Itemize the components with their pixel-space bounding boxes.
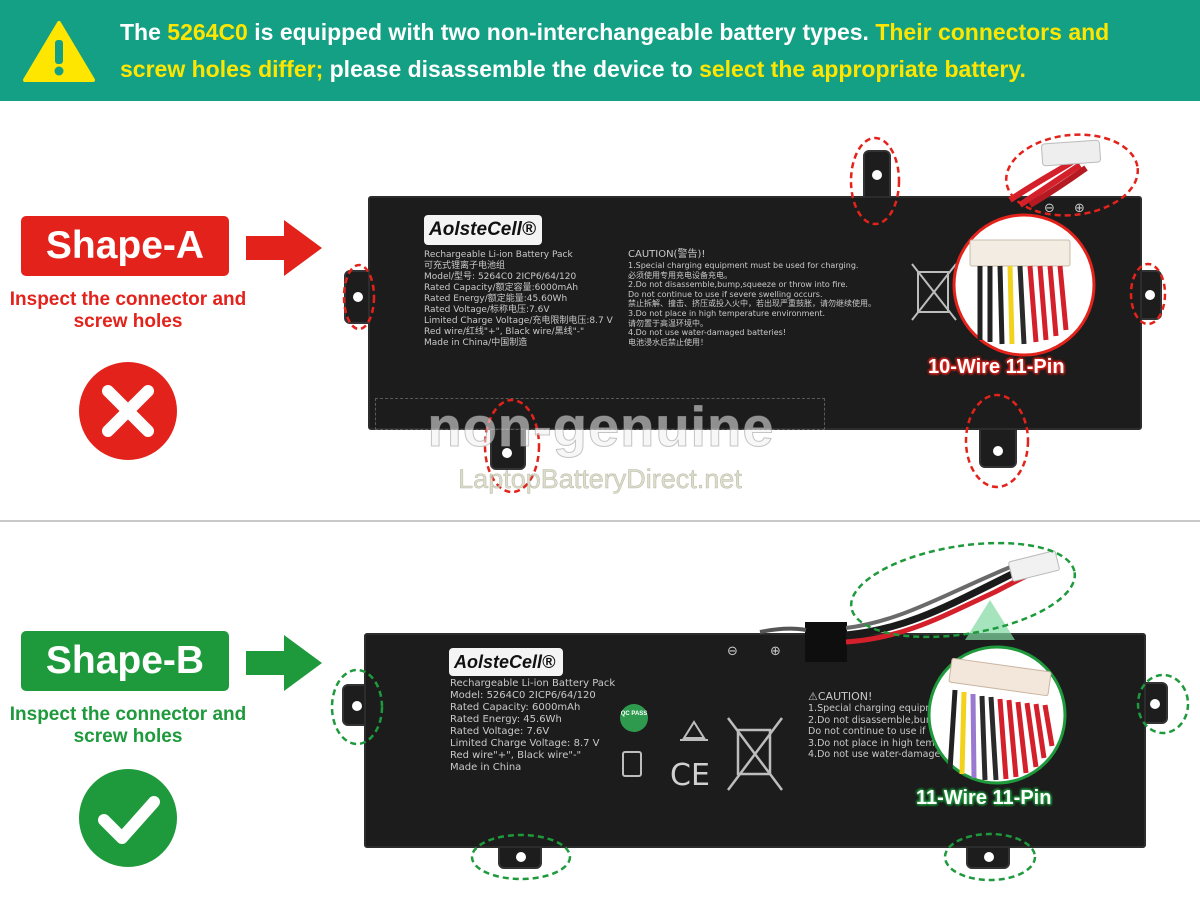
battery-b-spec-left: Rechargeable Li-ion Battery Pack Model: … — [450, 678, 615, 774]
spec-line: Rated Voltage/标称电压:7.6V — [424, 305, 550, 315]
shape-a-inspect-text: Inspect the connector and screw holes — [9, 289, 247, 332]
spec-line: 禁止拆解、撞击、挤压或投入火中，若出现严重鼓胀，请勿继续使用。 — [628, 299, 876, 309]
battery-a-cable — [1008, 139, 1101, 208]
plus-icon: ⊕ — [1074, 201, 1085, 216]
spec-line: Rated Energy/额定能量:45.60Wh — [424, 294, 568, 304]
arrow-right-icon — [246, 220, 322, 276]
banner-part1: The — [120, 19, 168, 45]
spec-line: Model: 5264C0 2ICP6/64/120 — [450, 690, 596, 701]
battery-a-brand: AolsteCell® — [424, 215, 542, 245]
banner-text: The 5264C0 is equipped with two non-inte… — [120, 14, 1180, 88]
spec-line: 必须使用专用充电设备充电。 — [628, 270, 732, 280]
spec-line: Red wire"+", Black wire"-" — [450, 750, 582, 761]
ce-mark: CE — [670, 758, 710, 793]
shape-a-overlay: ⊖ ⊕ — [342, 133, 1167, 494]
battery-a-label-area — [375, 398, 825, 430]
spec-line: Rated Energy: 45.6Wh — [450, 714, 562, 725]
spec-line: Do not continue to use if severe swellin… — [628, 289, 823, 299]
shape-b-inspect-text: Inspect the connector and screw holes — [9, 704, 247, 747]
battery-a-connector-zoom — [952, 213, 1096, 357]
battery-b-spec-right: ⚠CAUTION! 1.Special charging equipm 2.Do… — [808, 690, 961, 761]
qc-pass-badge: QC PASS — [620, 704, 648, 732]
spec-line: Red wire/红线"+", Black wire/黑线"-" — [424, 327, 585, 337]
battery-a-top-tab — [863, 150, 891, 198]
battery-a-bottom-tab-right — [979, 428, 1017, 468]
caution-title: CAUTION(警告)! — [628, 249, 706, 260]
battery-b-bottom-tab-left — [498, 845, 542, 869]
spec-line: 3.Do not place in high tempe — [808, 737, 947, 749]
watermark-non-genuine: non-genuine — [427, 395, 775, 459]
check-icon — [79, 769, 177, 867]
spec-line: Do not continue to use if — [808, 726, 926, 737]
spec-line: Made in China — [450, 762, 522, 773]
battery-b-bottom-tab-right — [966, 845, 1010, 869]
caution-title: ⚠CAUTION! — [808, 690, 873, 703]
spec-line: 可充式锂离子电池组 — [424, 261, 506, 271]
cross-icon — [79, 362, 177, 460]
spec-line: Rechargeable Li-ion Battery Pack — [424, 250, 573, 260]
warning-banner: The 5264C0 is equipped with two non-inte… — [0, 0, 1200, 101]
spec-line: 3.Do not place in high temperature envir… — [628, 308, 826, 318]
spec-line: 1.Special charging equipm — [808, 703, 935, 714]
spec-line: Rated Voltage: 7.6V — [450, 726, 550, 737]
banner-part4: please disassemble the device to — [323, 56, 700, 82]
banner-part3: Their connectors and screw holes differ; — [120, 19, 1110, 82]
weee-bin-icon — [911, 263, 957, 321]
shape-a-highlight-rings — [342, 133, 1167, 494]
spec-line: Rated Capacity: 6000mAh — [450, 702, 581, 713]
spec-line: Rechargeable Li-ion Battery Pack — [450, 678, 616, 689]
spec-line: Limited Charge Voltage: 8.7 V — [450, 738, 600, 749]
battery-a-spec-left: Rechargeable Li-ion Battery Pack 可充式锂离子电… — [424, 250, 613, 349]
shape-b-wire-label: 11-Wire 11-Pin — [916, 787, 1052, 809]
spec-line: 电池浸水后禁止使用！ — [628, 337, 708, 347]
spec-line: 4.Do not use water-damaged batteries! — [628, 328, 787, 338]
banner-part2: is equipped with two non-interchangeable… — [247, 19, 876, 45]
section-divider — [0, 520, 1200, 522]
spec-line: Rated Capacity/额定容量:6000mAh — [424, 283, 579, 293]
banner-part5: select the appropriate battery. — [699, 56, 1026, 82]
banner-model: 5264C0 — [167, 19, 248, 45]
spec-line: Model/型号: 5264C0 2ICP6/64/120 — [424, 272, 577, 282]
arrow-right-icon — [246, 635, 322, 691]
spec-line: 2.Do not disassemble,bump,squeeze or thr… — [628, 280, 848, 290]
spec-line: 请勿置于高温环境中。 — [628, 318, 708, 328]
shape-b-badge: Shape-B — [21, 631, 229, 691]
minus-icon: ⊖ — [1044, 201, 1055, 216]
spec-line: 4.Do not use water-damaged ba — [808, 749, 962, 760]
shape-a-badge: Shape-A — [21, 216, 229, 276]
shape-a-wire-label: 10-Wire 11-Pin — [928, 356, 1065, 378]
warning-icon — [23, 21, 95, 82]
spec-line: 2.Do not disassemble,bump — [808, 714, 942, 726]
battery-b-brand: AolsteCell® — [449, 648, 563, 676]
spec-line: 1.Special charging equipment must be use… — [628, 261, 859, 270]
spec-line: Made in China/中国制造 — [424, 338, 528, 348]
battery-a-spec-right: CAUTION(警告)! 1.Special charging equipmen… — [628, 249, 876, 347]
watermark-site: LaptopBatteryDirect.net — [458, 464, 742, 495]
spec-line: Limited Charge Voltage/充电限制电压:8.7 V — [424, 316, 613, 326]
